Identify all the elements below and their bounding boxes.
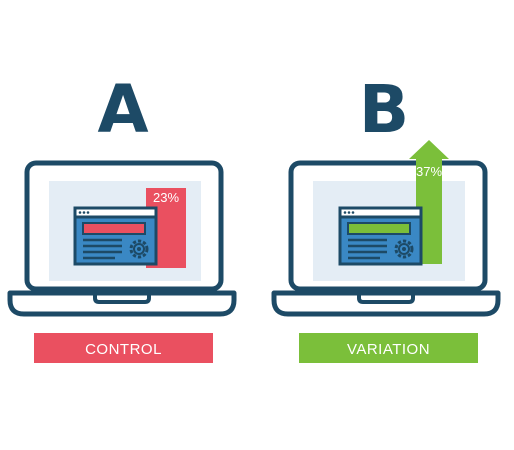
variant-letter-b: B	[359, 71, 409, 148]
laptop-b-notch	[357, 293, 415, 304]
variant-letter-a: A	[97, 71, 148, 148]
label-variation-text: VARIATION	[347, 341, 430, 358]
result-percent-a: 23%	[153, 190, 179, 205]
browser-a-dot	[86, 211, 90, 214]
laptop-a-notch	[93, 293, 151, 304]
label-control-bar	[34, 333, 213, 363]
browser-b-titlebar	[338, 206, 423, 219]
panel-b: B 37%	[271, 71, 501, 363]
browser-window-b-icon	[338, 206, 423, 266]
browser-a-dot	[82, 211, 86, 214]
gear-a-icon	[129, 239, 149, 259]
result-percent-b: 37%	[416, 164, 442, 179]
browser-b-dot	[347, 211, 351, 214]
gear-b-icon	[394, 239, 414, 259]
label-control-text: CONTROL	[85, 341, 162, 358]
browser-b-dot	[343, 211, 347, 214]
browser-b-dot	[351, 211, 355, 214]
panel-a: A 23%	[7, 71, 237, 363]
browser-window-a-icon	[73, 206, 158, 266]
browser-b-hero-block	[347, 222, 411, 235]
label-variation-bar	[299, 333, 478, 363]
browser-a-dot	[78, 211, 82, 214]
browser-a-titlebar	[73, 206, 158, 219]
browser-a-hero-block	[82, 222, 146, 235]
